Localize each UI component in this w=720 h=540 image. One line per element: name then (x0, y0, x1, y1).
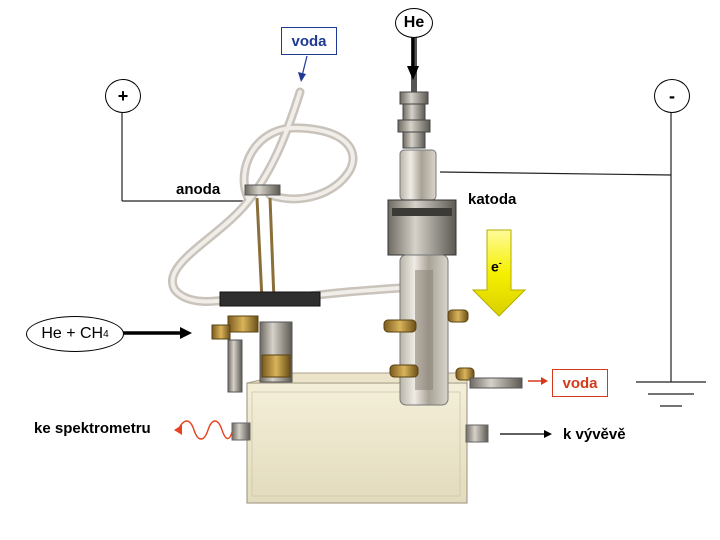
spectrometer-wave (174, 421, 232, 439)
helium-label: He (395, 8, 433, 38)
minus-terminal: - (654, 79, 690, 113)
water-inlet-arrow (298, 56, 307, 82)
water-outlet-arrow (528, 377, 548, 385)
water-outlet-text: voda (562, 375, 597, 392)
gas-inlet-arrow (122, 327, 192, 339)
base-block (232, 373, 488, 503)
electron-text: e (491, 259, 499, 275)
helium-inlet-arrow (407, 38, 419, 80)
gas-inlet-text: He + CH (41, 325, 103, 343)
plus-terminal: + (105, 79, 141, 113)
electron-label: e- (491, 258, 502, 275)
minus-text: - (669, 86, 675, 107)
water-inlet-text: voda (291, 33, 326, 50)
anode-label: anoda (176, 181, 220, 198)
spectrometer-label: ke spektrometru (34, 420, 151, 437)
ground-symbol (636, 382, 706, 406)
vacuum-pump-label: k vývěvě (563, 426, 626, 443)
vacuum-outlet-arrow (500, 430, 552, 438)
water-outlet-label: voda (552, 369, 608, 397)
gas-inlet-subscript: 4 (103, 329, 109, 340)
cathode-wire (440, 110, 671, 382)
water-inlet-label: voda (281, 27, 337, 55)
helium-text: He (404, 14, 424, 32)
electron-charge: - (499, 258, 502, 268)
cathode-label: katoda (468, 191, 516, 208)
cathode-column (384, 22, 522, 405)
plus-text: + (118, 86, 129, 107)
